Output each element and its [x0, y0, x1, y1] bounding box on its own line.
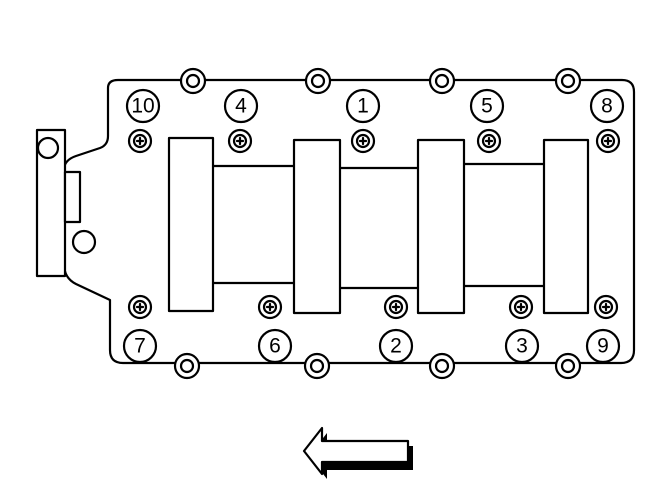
sequence-number: 1 [357, 95, 369, 118]
bearing-cap [542, 138, 590, 315]
sequence-labels: 10 4 1 5 8 7 6 2 3 9 [122, 88, 625, 364]
sequence-label-bolt-2: 2 [378, 328, 414, 364]
sequence-label-bolt-3: 3 [504, 328, 540, 364]
bolt-heads [127, 128, 621, 320]
sequence-label-bolt-4: 4 [223, 88, 259, 124]
sequence-number: 8 [601, 95, 613, 118]
sequence-label-bolt-8: 8 [589, 88, 625, 124]
sequence-label-bolt-10: 10 [125, 88, 161, 124]
plate-lugs [173, 67, 582, 380]
sequence-number: 6 [269, 335, 281, 358]
bolt-head [227, 128, 253, 154]
bearing-cap [167, 136, 215, 313]
bolt-head [383, 294, 409, 320]
sequence-number: 2 [390, 335, 402, 358]
cap-connectors [211, 162, 546, 290]
sequence-number: 7 [134, 335, 146, 358]
bolt-head [593, 294, 619, 320]
sequence-label-bolt-1: 1 [345, 88, 381, 124]
sequence-number: 5 [481, 95, 493, 118]
bolt-head [508, 294, 534, 320]
bolt-head [127, 128, 153, 154]
sequence-label-bolt-6: 6 [257, 328, 293, 364]
sequence-label-bolt-9: 9 [585, 328, 621, 364]
bolt-head [476, 128, 502, 154]
sequence-number: 4 [235, 95, 247, 118]
bearing-cap [292, 138, 342, 315]
sequence-label-bolt-5: 5 [469, 88, 505, 124]
sequence-label-bolt-7: 7 [122, 328, 158, 364]
arrow-left-icon [302, 426, 413, 479]
bolt-head [127, 294, 153, 320]
bolt-head [595, 128, 621, 154]
left-end-bracket [35, 128, 97, 278]
bearing-caps [167, 136, 590, 315]
bolt-head [257, 294, 283, 320]
sequence-number: 3 [516, 335, 528, 358]
bearing-cap [416, 138, 466, 315]
sequence-number: 10 [131, 95, 154, 118]
sequence-number: 9 [597, 335, 609, 358]
bolt-head [350, 128, 376, 154]
